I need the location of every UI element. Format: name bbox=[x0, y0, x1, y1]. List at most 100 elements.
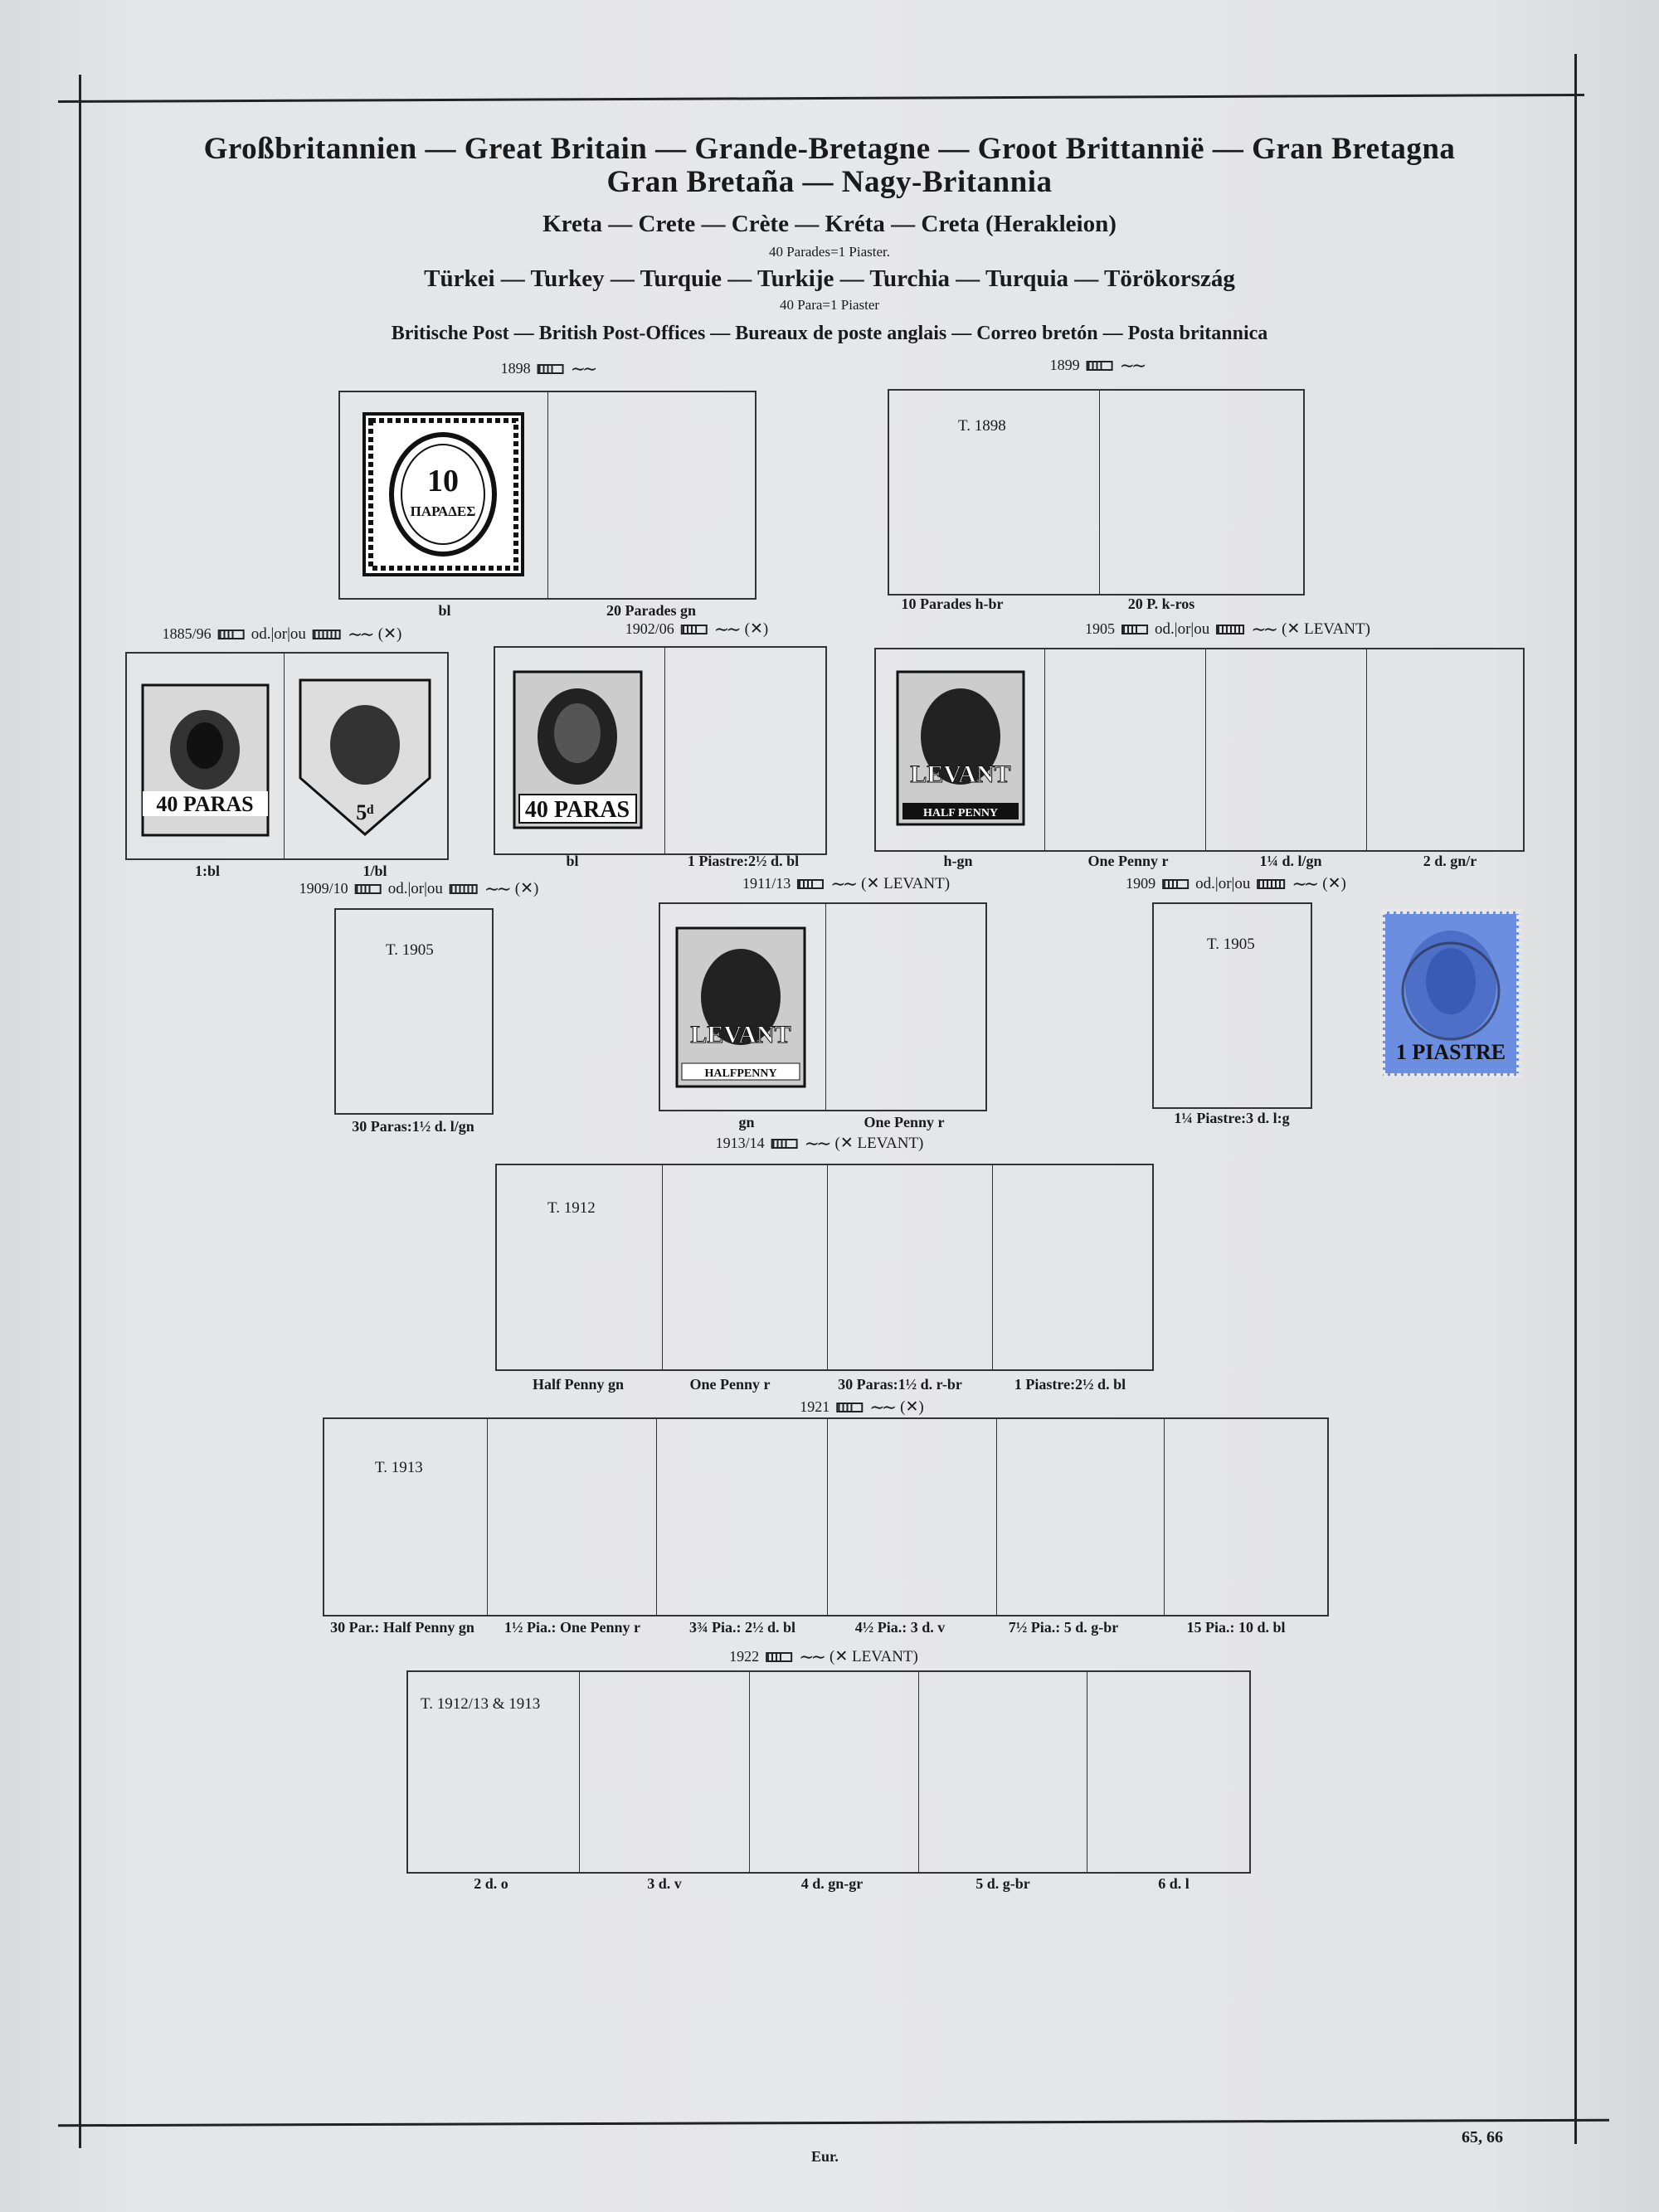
stamp-text: 40 PARAS bbox=[156, 792, 253, 816]
stamp-caption: 30 Par.: Half Penny gn bbox=[330, 1619, 474, 1636]
stamp-caption: 2 d. gn/r bbox=[1423, 853, 1477, 869]
title-line-2: Gran Bretaña — Nagy-Britannia bbox=[606, 165, 1053, 199]
perforation-icon bbox=[1121, 624, 1149, 634]
mount-cell-divider bbox=[547, 392, 548, 598]
watermark-wave-icon: ∼∼ bbox=[1251, 618, 1278, 639]
stamp-caption: 2 d. o bbox=[474, 1875, 508, 1892]
turkey-line: Türkei — Turkey — Turquie — Turkije — Tu… bbox=[424, 265, 1235, 292]
mount-cell-divider bbox=[1099, 391, 1100, 594]
type-reference: T. 1905 bbox=[386, 941, 434, 959]
section-year: 1909/10 bbox=[299, 880, 348, 897]
watermark-wave-icon: ∼∼ bbox=[799, 1646, 826, 1667]
stamp-caption: 1 Piastre:2½ d. bl bbox=[687, 853, 800, 869]
section-year: 1902/06 bbox=[625, 620, 674, 637]
section-year: 1913/14 bbox=[715, 1135, 765, 1151]
stamp-caption: 20 Parades gn bbox=[606, 602, 696, 619]
stamp-caption: 6 d. l bbox=[1158, 1875, 1190, 1892]
perforation-comb-icon bbox=[1257, 878, 1286, 889]
section-note: od.|or|ou bbox=[387, 879, 443, 897]
stamp-ev-40-paras: 40 PARAS bbox=[513, 670, 643, 829]
perforation-icon bbox=[836, 1402, 864, 1412]
stamp-mount-box bbox=[874, 648, 1525, 852]
stamp-crete-10-parades: 10 ΠΑΡΑΔΕΣ bbox=[362, 412, 524, 576]
stamp-text: 40 PARAS bbox=[525, 797, 630, 823]
mount-cell-divider bbox=[996, 1419, 997, 1615]
stamp-caption: 20 P. k-ros bbox=[1127, 596, 1195, 612]
stamp-mount-box bbox=[323, 1417, 1329, 1616]
mount-cell-divider bbox=[825, 904, 826, 1110]
section-note: (✕ LEVANT) bbox=[834, 1135, 924, 1152]
perforation-icon bbox=[680, 624, 708, 634]
stamp-caption: Half Penny gn bbox=[532, 1376, 625, 1393]
stamp-subtext: HALF PENNY bbox=[923, 807, 998, 819]
mount-cell-divider bbox=[579, 1672, 580, 1872]
type-reference: T. 1912 bbox=[547, 1199, 596, 1217]
section-year: 1899 bbox=[1049, 357, 1080, 373]
section-heading: 1922∼∼(✕ LEVANT) bbox=[729, 1647, 918, 1666]
stamp-qv-40-paras: 40 PARAS bbox=[141, 683, 270, 837]
stamp-caption: 5 d. g-br bbox=[975, 1875, 1030, 1892]
stamp-qv-5d: 5ᵈ bbox=[299, 678, 431, 836]
type-reference: T. 1912/13 & 1913 bbox=[421, 1695, 541, 1713]
stamp-caption: 4 d. gn-gr bbox=[800, 1875, 864, 1892]
section-heading: 1902/06∼∼(✕) bbox=[625, 620, 768, 639]
section-note: (✕) bbox=[377, 625, 402, 643]
stamp-mount-box bbox=[338, 391, 757, 600]
stamp-caption: 15 Pia.: 10 d. bl bbox=[1186, 1619, 1286, 1636]
stamp-caption: h-gn bbox=[943, 853, 973, 869]
section-year: 1911/13 bbox=[742, 875, 791, 892]
perforation-comb-icon bbox=[1216, 624, 1245, 634]
perforation-icon bbox=[766, 1651, 793, 1662]
stamp-caption: One Penny r bbox=[864, 1114, 945, 1130]
stamp-caption: 1:bl bbox=[194, 863, 221, 879]
stamp-caption: 1¼ d. l/gn bbox=[1259, 853, 1322, 869]
mount-cell-divider bbox=[1205, 649, 1206, 850]
stamp-gv-levant: LEVANT HALFPENNY bbox=[675, 926, 806, 1088]
mount-cell-divider bbox=[1044, 649, 1045, 850]
type-reference: T. 1905 bbox=[1207, 936, 1255, 953]
mount-cell-divider bbox=[662, 1165, 663, 1369]
stamp-caption: 10 Parades h-br bbox=[901, 596, 1004, 612]
stamp-text: LEVANT bbox=[910, 761, 1010, 788]
crete-line: Kreta — Crete — Crète — Kréta — Creta (H… bbox=[542, 211, 1117, 237]
section-note: (✕) bbox=[1322, 875, 1346, 892]
section-year: 1921 bbox=[800, 1398, 830, 1415]
type-reference: T. 1913 bbox=[375, 1459, 423, 1476]
stamp-caption: 1 Piastre:2½ d. bl bbox=[1014, 1376, 1126, 1393]
stamp-text: 1 PIASTRE bbox=[1396, 1040, 1506, 1064]
mount-cell-divider bbox=[487, 1419, 488, 1615]
footer-center: Eur. bbox=[811, 2148, 839, 2165]
perforation-icon bbox=[1086, 360, 1113, 371]
title-line-1: Großbritannien — Great Britain — Grande-… bbox=[203, 132, 1456, 166]
british-post-line: Britische Post — British Post-Offices — … bbox=[391, 323, 1268, 344]
mount-cell-divider bbox=[992, 1165, 993, 1369]
page-numbers: 65, 66 bbox=[1462, 2128, 1503, 2146]
mount-cell-divider bbox=[918, 1672, 919, 1872]
mount-cell-divider bbox=[284, 654, 285, 858]
stamp-ev-levant: LEVANT HALF PENNY bbox=[896, 670, 1025, 826]
stamp-caption: 3¾ Pia.: 2½ d. bl bbox=[688, 1619, 796, 1636]
perforation-icon bbox=[1162, 878, 1190, 889]
section-heading: 1911/13∼∼(✕ LEVANT) bbox=[742, 874, 950, 893]
stamp-text: ΠΑΡΑΔΕΣ bbox=[411, 503, 476, 519]
stamp-mount-box bbox=[125, 652, 449, 860]
stamp-caption: One Penny r bbox=[1087, 853, 1169, 869]
border-left bbox=[79, 75, 81, 2148]
stamp-caption: 1/bl bbox=[362, 863, 387, 879]
stamp-caption: 7½ Pia.: 5 d. g-br bbox=[1008, 1619, 1119, 1636]
stamp-text: 5ᵈ bbox=[356, 800, 374, 824]
stamp-subtext: HALFPENNY bbox=[704, 1067, 776, 1080]
watermark-wave-icon: ∼∼ bbox=[713, 618, 742, 639]
stamp-value: 10 bbox=[427, 464, 459, 498]
stamp-caption: 4½ Pia.: 3 d. v bbox=[854, 1619, 946, 1636]
perforation-icon bbox=[797, 878, 825, 889]
mount-cell-divider bbox=[827, 1165, 828, 1369]
stamp-gv-1-piastre-blue[interactable]: 1 PIASTRE bbox=[1379, 908, 1522, 1079]
stamp-mount-box bbox=[406, 1670, 1251, 1874]
section-heading: 1921∼∼(✕) bbox=[800, 1398, 923, 1417]
watermark-wave-icon: ∼∼ bbox=[804, 1132, 832, 1154]
stamp-caption: bl bbox=[438, 602, 451, 619]
perforation-comb-icon bbox=[312, 629, 341, 639]
